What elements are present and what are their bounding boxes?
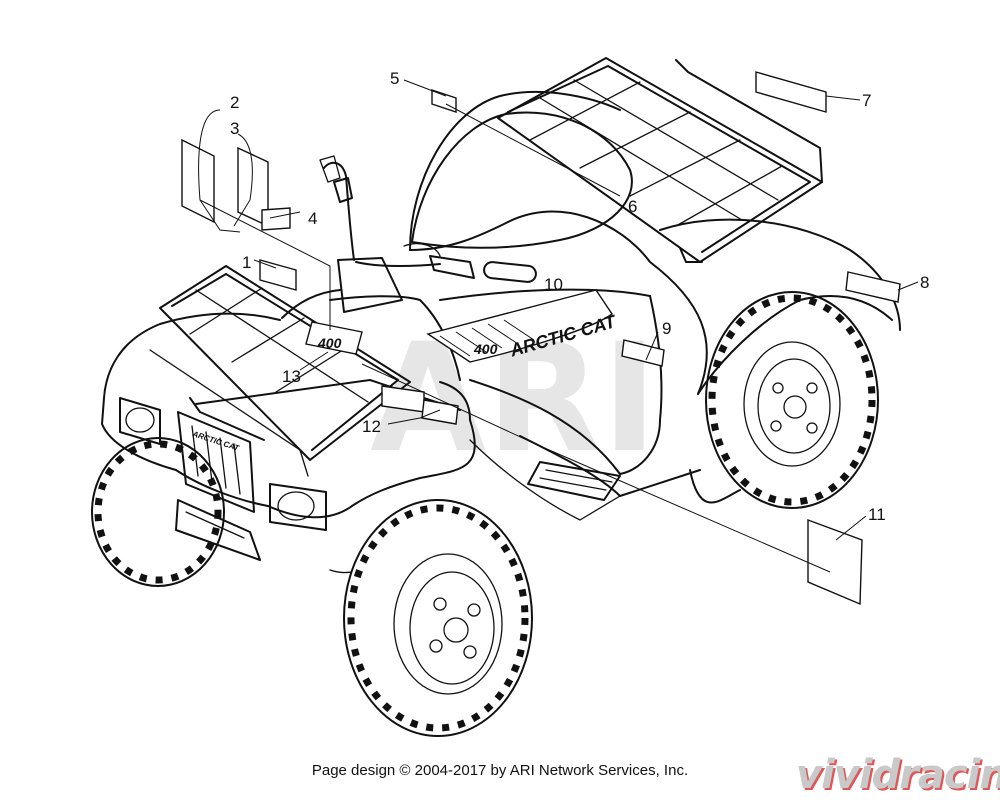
- callout-3: 3: [230, 119, 239, 138]
- rear-left-wheel: [689, 469, 741, 504]
- decal-12: [381, 385, 459, 425]
- decal-13-text: 400: [317, 335, 342, 351]
- vividracing-logo: vividracing: [796, 752, 1000, 798]
- rear-rack: [497, 57, 823, 263]
- decal-1: [259, 259, 297, 291]
- callout-13: 13: [282, 367, 301, 386]
- decal-5: [431, 89, 457, 113]
- leader-lines: [198, 79, 919, 573]
- callout-8: 8: [920, 273, 929, 292]
- grille-badge-text: ARCTIC CAT: [190, 429, 241, 453]
- callout-12: 12: [362, 417, 381, 436]
- front-body: [101, 289, 476, 574]
- callout-7: 7: [862, 91, 871, 110]
- decal-9: [621, 339, 665, 367]
- seat: [411, 111, 633, 249]
- handlebars: [319, 155, 537, 313]
- decal-11: [807, 518, 863, 606]
- front-right-wheel: [343, 499, 533, 737]
- footer-credit: Page design © 2004-2017 by ARI Network S…: [311, 762, 689, 779]
- callout-5: 5: [390, 69, 399, 88]
- callout-10: 10: [544, 275, 563, 294]
- front-left-wheel: [91, 437, 225, 587]
- callout-6: 6: [628, 197, 637, 216]
- callout-2: 2: [230, 93, 239, 112]
- decal-13: 400: [305, 321, 363, 355]
- grille-badge: ARCTIC CAT: [190, 429, 241, 453]
- rear-wheel: [705, 291, 879, 509]
- callout-11: 11: [868, 505, 886, 524]
- decal-4: [261, 207, 291, 231]
- decal-8: [845, 271, 901, 303]
- callouts: 1 2 3 4 5 6 7 8 9 10 11 12 13: [230, 69, 929, 524]
- footrest: [527, 461, 621, 501]
- callout-9: 9: [662, 319, 671, 338]
- decal-10-model-text: 400: [473, 341, 498, 357]
- callout-4: 4: [308, 209, 317, 228]
- callout-1: 1: [242, 253, 251, 272]
- decal-7: [755, 71, 827, 113]
